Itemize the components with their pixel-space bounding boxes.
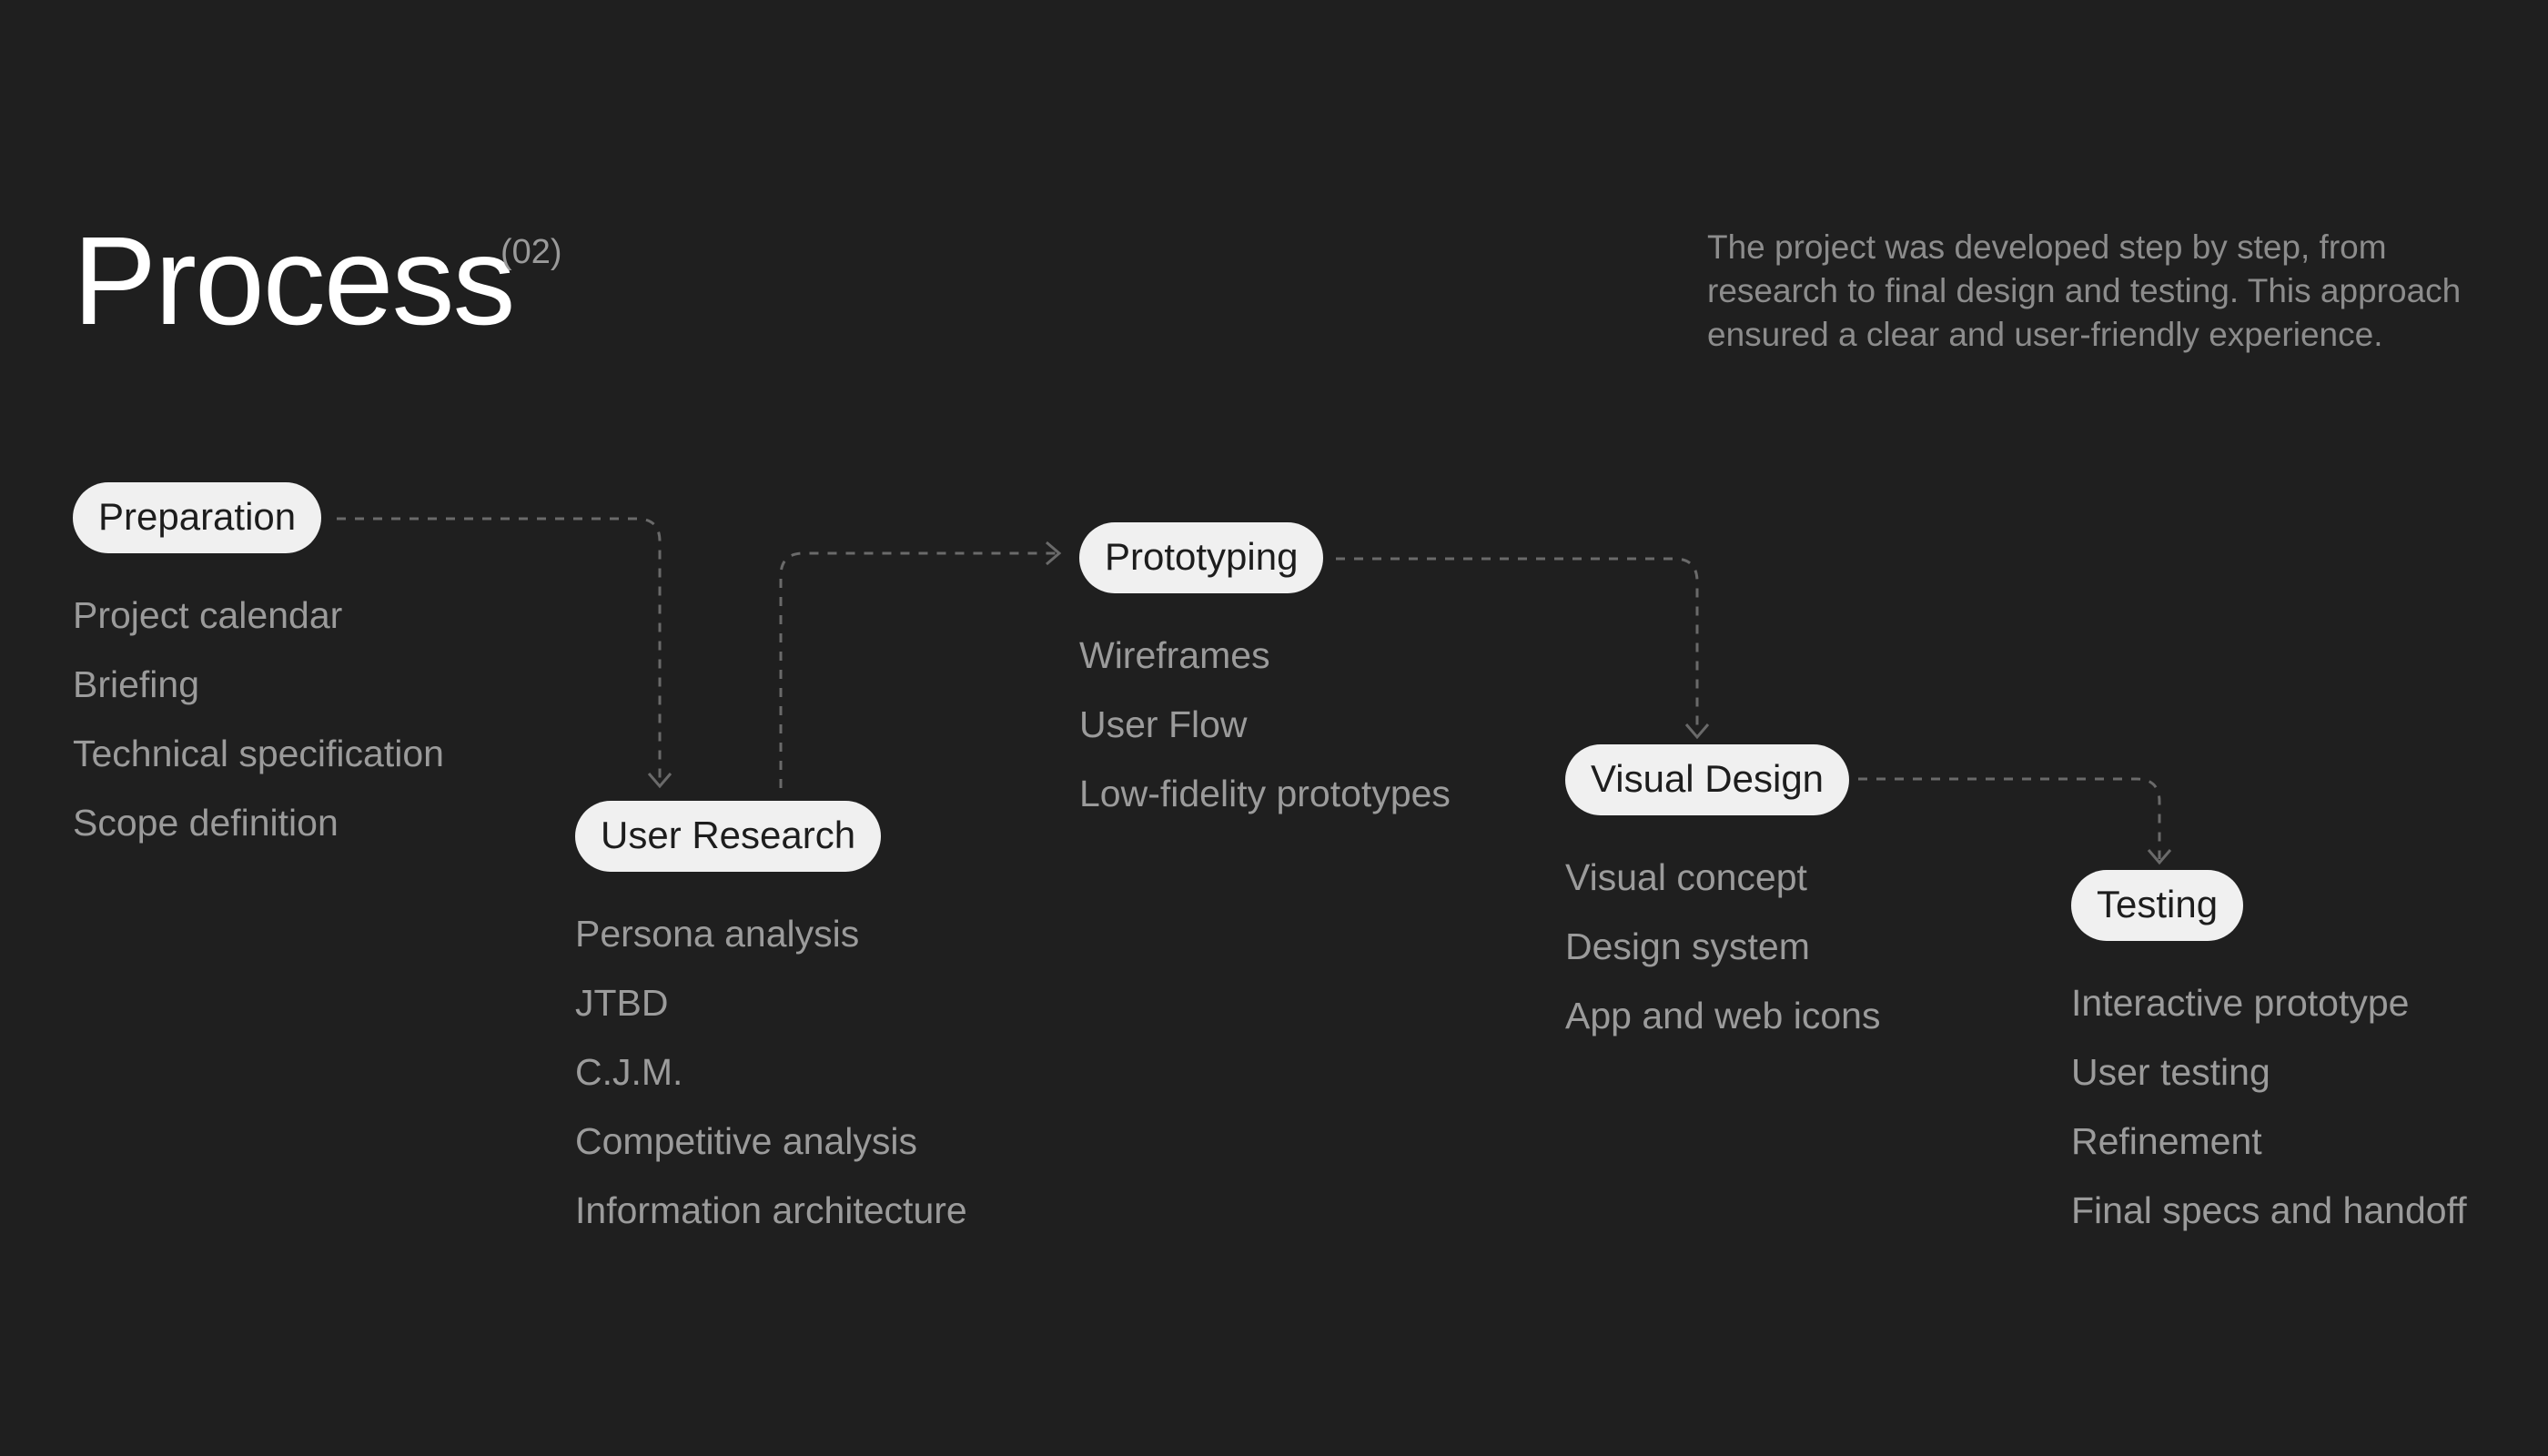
stage-user-research: User Research Persona analysis JTBD C.J.…	[575, 801, 967, 1245]
list-item: Scope definition	[73, 802, 339, 844]
list-item: User Flow	[1079, 703, 1248, 745]
stage-items: Wireframes User Flow Low-fidelity protot…	[1079, 621, 1451, 828]
stage-pill-prototyping: Prototyping	[1079, 522, 1324, 593]
list-item: User testing	[2071, 1051, 2270, 1093]
list-item: Competitive analysis	[575, 1120, 917, 1162]
stage-items: Project calendar Briefing Technical spec…	[73, 581, 444, 857]
arrow-head-icon	[1684, 723, 1710, 740]
list-item: Interactive prototype	[2071, 982, 2410, 1024]
stage-preparation: Preparation Project calendar Briefing Te…	[73, 482, 444, 857]
list-item: Technical specification	[73, 733, 444, 774]
stage-pill-visual-design: Visual Design	[1565, 744, 1850, 815]
list-item: Persona analysis	[575, 913, 860, 955]
list-item: Information architecture	[575, 1189, 967, 1231]
list-item: Design system	[1565, 925, 1810, 967]
stage-pill-user-research: User Research	[575, 801, 882, 872]
stage-items: Visual concept Design system App and web…	[1565, 843, 1880, 1050]
list-item: Project calendar	[73, 594, 343, 636]
stage-visual-design: Visual Design Visual concept Design syst…	[1565, 744, 1880, 1050]
list-item: Refinement	[2071, 1120, 2262, 1162]
list-item: JTBD	[575, 982, 669, 1024]
section-number: (02)	[500, 233, 562, 271]
arrow-head-icon	[647, 773, 672, 789]
stage-pill-testing: Testing	[2071, 870, 2244, 941]
stage-items: Interactive prototype User testing Refin…	[2071, 968, 2467, 1245]
list-item: App and web icons	[1565, 995, 1881, 1036]
page-title: Process	[73, 211, 515, 351]
arrow-head-icon	[1046, 541, 1062, 566]
arrow-head-icon	[2147, 849, 2172, 865]
stage-testing: Testing Interactive prototype User testi…	[2071, 870, 2467, 1245]
list-item: Wireframes	[1079, 634, 1270, 676]
list-item: Final specs and handoff	[2071, 1189, 2467, 1231]
list-item: Briefing	[73, 663, 200, 705]
list-item: Visual concept	[1565, 856, 1807, 898]
connector-research-prototyping	[779, 551, 1056, 788]
connector-visual-testing	[1858, 777, 2161, 859]
list-item: Low-fidelity prototypes	[1079, 773, 1451, 814]
stage-prototyping: Prototyping Wireframes User Flow Low-fid…	[1079, 522, 1451, 828]
stage-items: Persona analysis JTBD C.J.M. Competitive…	[575, 899, 967, 1245]
intro-text: The project was developed step by step, …	[1707, 228, 2462, 353]
list-item: C.J.M.	[575, 1051, 683, 1093]
stage-pill-preparation: Preparation	[73, 482, 322, 553]
